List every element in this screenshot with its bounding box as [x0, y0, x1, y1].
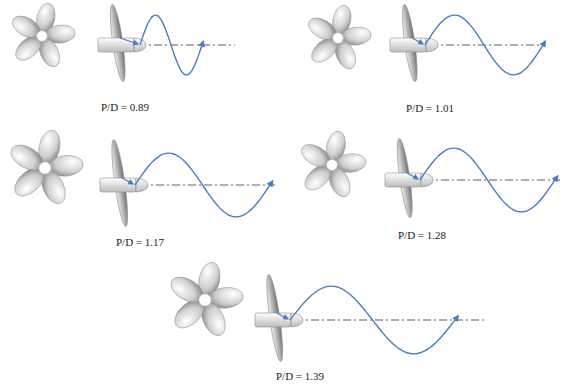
pitch-ratio-label: P/D = 0.89	[101, 101, 149, 114]
pitch-ratio-label: P/D = 1.39	[276, 370, 324, 383]
pitch-ratio-label: P/D = 1.17	[116, 236, 164, 249]
propeller-front-view	[7, 128, 85, 207]
pitch-ratio-label: P/D = 1.28	[398, 229, 446, 242]
propeller-front-view	[167, 260, 245, 339]
propeller-front-view	[9, 2, 76, 71]
propeller-side-view	[385, 138, 560, 219]
propeller-side-view	[98, 4, 235, 83]
propeller-front-view	[298, 130, 367, 201]
propeller-side-view	[255, 274, 485, 363]
propeller-front-view	[305, 4, 372, 73]
pitch-ratio-label: P/D = 1.01	[406, 102, 454, 115]
propeller-side-view	[100, 139, 275, 228]
propeller-side-view	[390, 4, 545, 83]
